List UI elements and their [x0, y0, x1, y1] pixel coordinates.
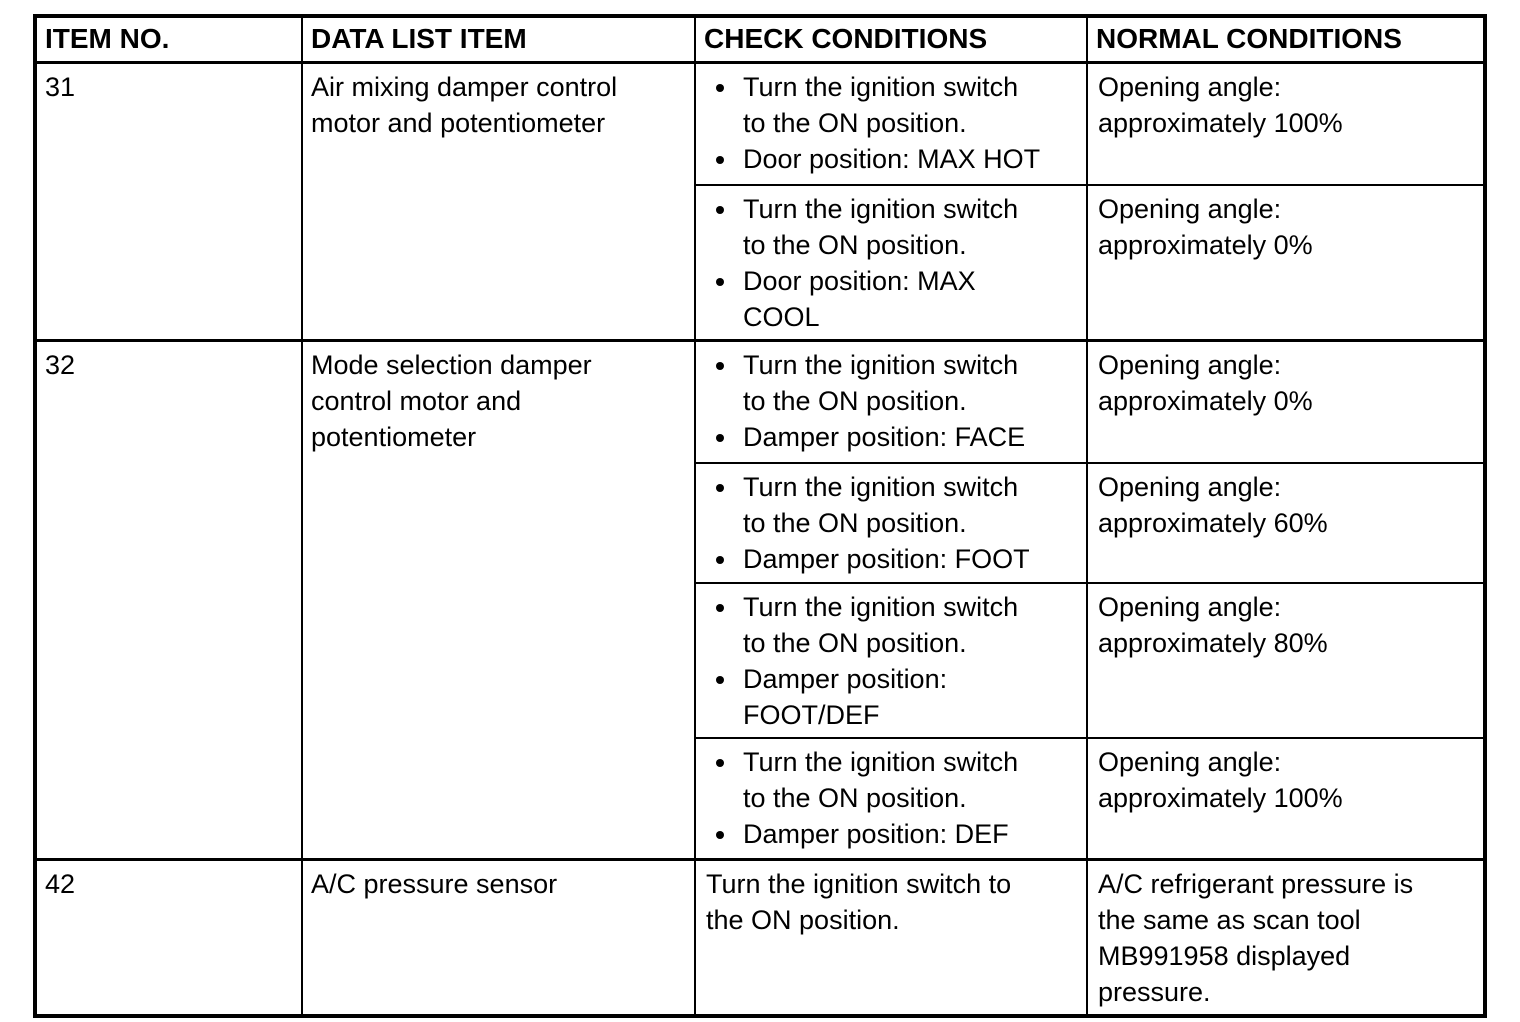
bullet-item: Turn the ignition switch to the ON posit… — [704, 347, 1080, 419]
bullet-marker — [716, 434, 724, 442]
check-conditions-cell: Turn the ignition switch to the ON posit… — [694, 339, 1088, 464]
bullet-text: Damper position: FACE — [743, 422, 1026, 452]
bullet-item: Door position: MAX COOL — [704, 263, 1080, 335]
normal-conditions-cell: Opening angle: approximately 60% — [1086, 461, 1486, 584]
table-row: Turn the ignition switch to the ON posit… — [35, 184, 1486, 342]
header-check-conditions: CHECK CONDITIONS — [694, 15, 1088, 64]
bullet-text: Turn the ignition switch to the ON posit… — [743, 471, 1019, 538]
table-row: 31 Air mixing damper control motor and p… — [34, 60, 1486, 342]
bullet-text: Turn the ignition switch to the ON posit… — [743, 194, 1019, 260]
bullet-item: Damper position: FOOT — [704, 541, 1080, 577]
bullet-marker — [716, 155, 724, 164]
bullet-item: Turn the ignition switch to the ON posit… — [704, 469, 1080, 541]
data-list-item-cell: A/C pressure sensor — [301, 858, 696, 1017]
bullet-text: Door position: MAX COOL — [743, 266, 976, 332]
bullet-item: Turn the ignition switch to the ON posit… — [704, 69, 1080, 141]
check-conditions-cell: Turn the ignition switch to the ON posit… — [694, 461, 1088, 584]
normal-conditions-cell: Opening angle: approximately 100% — [1086, 736, 1486, 861]
bullet-marker — [716, 555, 724, 564]
bullet-item: Damper position: DEF — [704, 816, 1080, 852]
bullet-text: Damper position: FOOT — [743, 543, 1030, 574]
bullet-text: Damper position: FOOT/DEF — [743, 663, 948, 730]
item-no-cell: 42 — [34, 858, 303, 1017]
check-conditions-cell: Turn the ignition switch to the ON posit… — [694, 858, 1088, 1017]
normal-conditions-cell: Opening angle: approximately 80% — [1086, 581, 1486, 739]
bullet-marker — [716, 206, 724, 214]
check-conditions-cell: Turn the ignition switch to the ON posit… — [694, 736, 1088, 861]
normal-conditions-cell: A/C refrigerant pressure is the same as … — [1086, 858, 1486, 1017]
bullet-text: Turn the ignition switch to the ON posit… — [743, 746, 1019, 813]
bullet-text: Door position: MAX HOT — [743, 143, 1041, 174]
item-no-cell: 31 — [34, 60, 303, 342]
table-row: Turn the ignition switch to the ON posit… — [35, 461, 1486, 584]
bullet-marker — [716, 278, 724, 286]
bullet-text: Damper position: DEF — [743, 818, 1009, 849]
bullet-marker — [716, 830, 724, 839]
bullet-marker — [716, 675, 724, 684]
header-row: ITEM NO. DATA LIST ITEM CHECK CONDITIONS… — [34, 15, 1486, 64]
bullet-text: Turn the ignition switch to the ON posit… — [743, 71, 1019, 138]
check-conditions-cell: Turn the ignition switch to the ON posit… — [694, 184, 1088, 342]
bullet-marker — [716, 603, 724, 612]
header-data-list-item: DATA LIST ITEM — [301, 15, 696, 64]
bullet-item: Turn the ignition switch to the ON posit… — [704, 191, 1080, 263]
table-row: 42 A/C pressure sensor Turn the ignition… — [34, 858, 1486, 1017]
data-list-item-cell: Mode selection damper control motor and … — [301, 339, 696, 861]
header-item-no: ITEM NO. — [34, 15, 303, 64]
bullet-marker — [716, 483, 724, 492]
table-row: Turn the ignition switch to the ON posit… — [35, 581, 1486, 739]
table-row: Turn the ignition switch to the ON posit… — [35, 736, 1486, 861]
bullet-marker — [716, 362, 724, 370]
normal-conditions-cell: Opening angle: approximately 0% — [1086, 184, 1486, 342]
bullet-text: Turn the ignition switch to the ON posit… — [743, 591, 1019, 658]
bullet-item: Turn the ignition switch to the ON posit… — [704, 589, 1080, 661]
table-row: 32 Mode selection damper control motor a… — [34, 339, 1486, 861]
normal-conditions-cell: Opening angle: approximately 0% — [1086, 339, 1486, 464]
bullet-item: Door position: MAX HOT — [704, 141, 1080, 177]
check-conditions-cell: Turn the ignition switch to the ON posit… — [694, 581, 1088, 739]
data-list-item-cell: Air mixing damper control motor and pote… — [301, 60, 696, 342]
bullet-marker — [716, 83, 724, 92]
bullet-text: Turn the ignition switch to the ON posit… — [743, 350, 1019, 416]
bullet-item: Turn the ignition switch to the ON posit… — [704, 744, 1080, 816]
check-conditions-cell: Turn the ignition switch to the ON posit… — [694, 60, 1088, 186]
bullet-marker — [716, 758, 724, 767]
bullet-item: Damper position: FACE — [704, 419, 1080, 455]
data-list-table: ITEM NO. DATA LIST ITEM CHECK CONDITIONS… — [33, 14, 1487, 1018]
item-no-cell: 32 — [34, 339, 303, 861]
bullet-item: Damper position: FOOT/DEF — [704, 661, 1080, 733]
header-normal-conditions: NORMAL CONDITIONS — [1086, 15, 1486, 64]
normal-conditions-cell: Opening angle: approximately 100% — [1086, 60, 1486, 186]
